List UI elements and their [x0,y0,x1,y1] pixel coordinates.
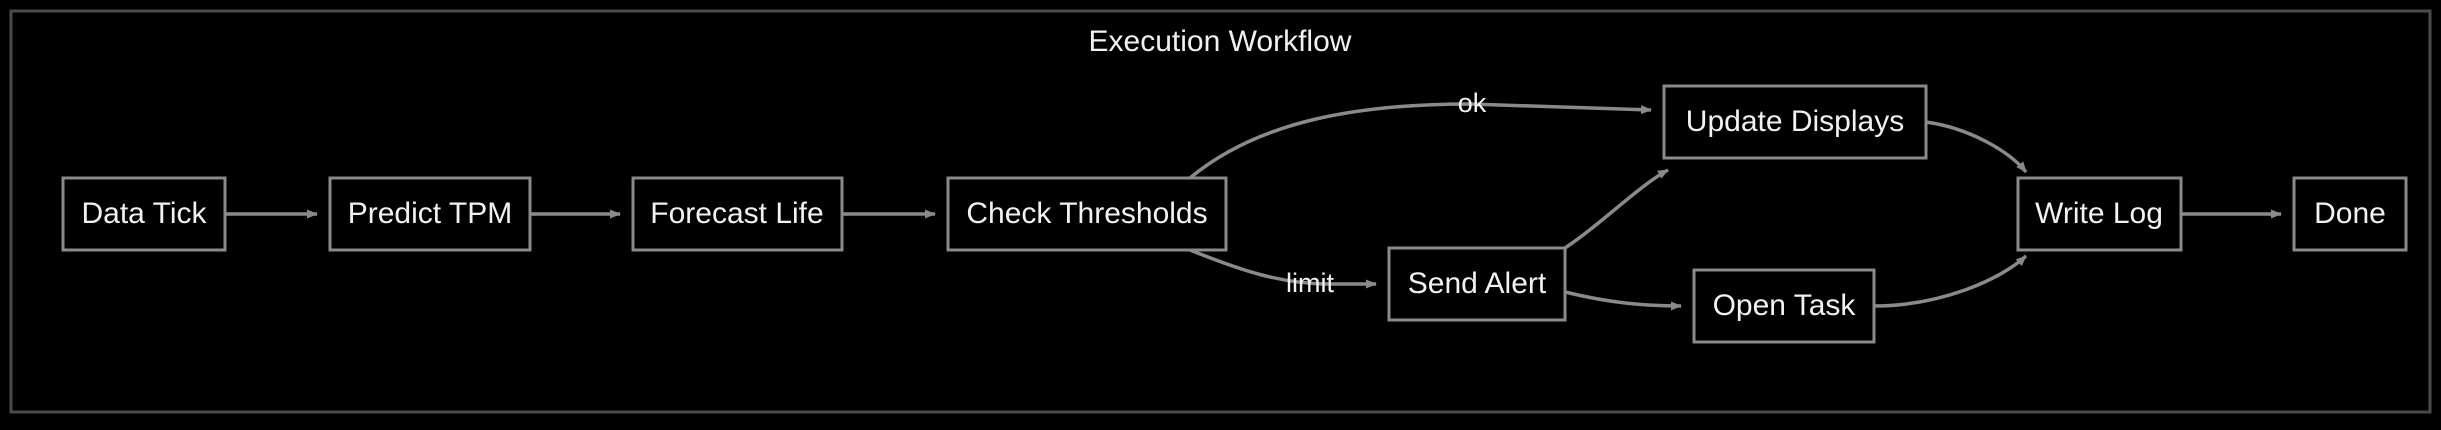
edge-send-alert-to-update-displays [1564,168,1669,250]
node-write-log[interactable]: Write Log [2016,176,2183,252]
node-check-thresholds[interactable]: Check Thresholds [946,176,1228,252]
node-label-send-alert: Send Alert [1408,267,1547,300]
node-label-data-tick: Data Tick [81,197,207,230]
node-forecast-life[interactable]: Forecast Life [631,176,844,252]
edge-send-alert-to-open-task [1564,290,1682,311]
node-label-done: Done [2314,197,2386,230]
subgraph-frame [9,9,2432,414]
node-done[interactable]: Done [2292,176,2408,252]
node-label-forecast-life: Forecast Life [650,197,823,230]
node-update-displays[interactable]: Update Displays [1662,84,1928,160]
edge-check-thresholds-to-send-alert: limit [1189,248,1377,298]
edge-check-thresholds-to-update-displays: ok [1188,88,1652,180]
node-open-task[interactable]: Open Task [1692,268,1876,344]
node-label-predict-tpm: Predict TPM [348,197,513,230]
node-label-update-displays: Update Displays [1686,105,1904,138]
node-send-alert[interactable]: Send Alert [1387,246,1567,322]
edge-label-limit: limit [1286,268,1334,298]
node-label-check-thresholds: Check Thresholds [966,197,1207,230]
node-predict-tpm[interactable]: Predict TPM [328,176,532,252]
node-label-write-log: Write Log [2035,197,2163,230]
edge-update-displays-to-write-log [1925,120,2028,174]
edge-open-task-to-write-log [1873,254,2028,308]
node-label-open-task: Open Task [1713,289,1857,322]
node-data-tick[interactable]: Data Tick [61,176,227,252]
subgraph-title: Execution Workflow [1089,25,1352,58]
edge-label-ok: ok [1458,88,1487,118]
